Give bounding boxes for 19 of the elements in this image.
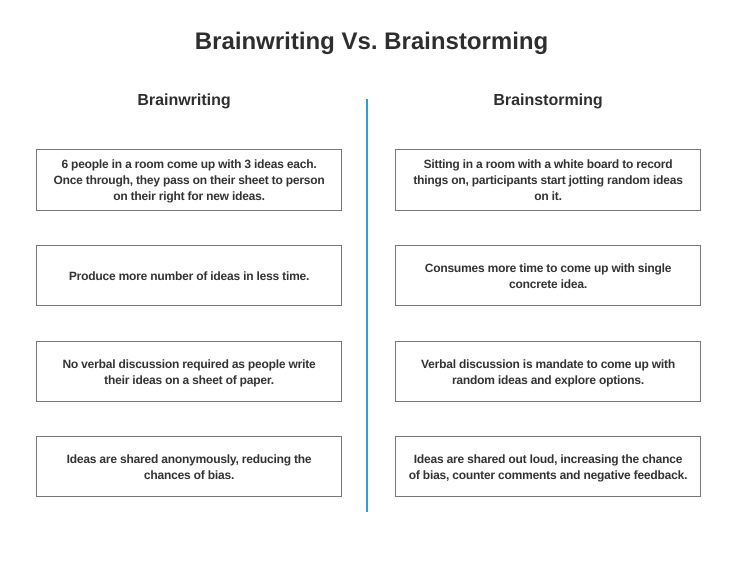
card-text: 6 people in a room come up with 3 ideas each. Once through, they pass on their sheet to person on their right for new ideas. — [52, 156, 326, 204]
column-heading: Brainwriting — [136, 91, 232, 111]
comparison-card — [395, 149, 701, 211]
card-text: Produce more number of ideas in less time. — [68, 268, 310, 284]
comparison-card — [36, 245, 342, 306]
card-text: Verbal discussion is mandate to come up with random ideas and explore options. — [420, 356, 676, 388]
card-text: No verbal discussion required as people write their ideas on a sheet of paper. — [61, 356, 317, 388]
diagram-title: Brainwriting Vs. Brainstorming — [194, 27, 550, 57]
comparison-card — [395, 245, 701, 306]
card-text: Ideas are shared out loud, increasing the chance of bias, counter comments and negative feedback. — [408, 450, 688, 482]
comparison-card — [395, 341, 701, 402]
card-text: Sitting in a room with a white board to record things on, participants start jotting random ideas on it. — [412, 156, 684, 204]
comparison-card — [36, 149, 342, 211]
comparison-card — [395, 436, 701, 497]
column-heading: Brainstorming — [492, 91, 604, 111]
comparison-card — [36, 436, 342, 497]
card-text: Consumes more time to come up with single concrete idea. — [424, 260, 672, 292]
card-text: Ideas are shared anonymously, reducing the chances of bias. — [66, 450, 312, 482]
comparison-card — [36, 341, 342, 402]
